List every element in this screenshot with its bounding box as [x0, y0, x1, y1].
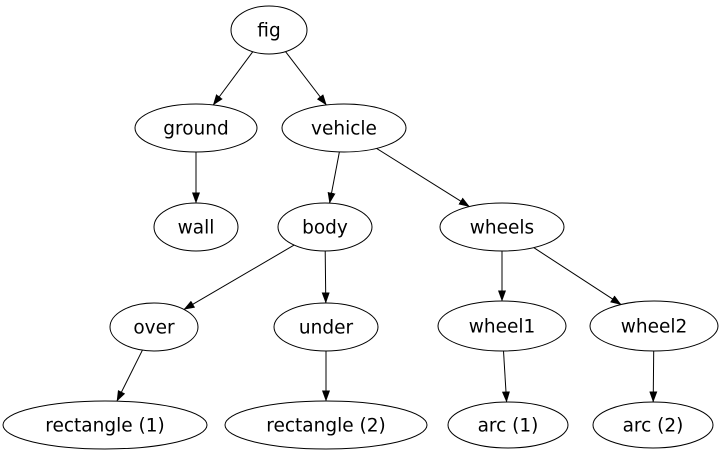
node-ellipse-rect1: [2, 400, 208, 450]
node-ellipse-fig: [230, 5, 308, 55]
node-label-arc2: arc (2): [623, 416, 684, 437]
node-label-under: under: [299, 318, 354, 339]
node-fig: fig: [230, 5, 308, 55]
node-ellipse-arc1: [447, 401, 569, 449]
node-over: over: [109, 302, 199, 352]
node-ellipse-wall: [153, 202, 239, 252]
node-wheels: wheels: [439, 202, 565, 252]
node-ellipse-wheels: [439, 202, 565, 252]
node-label-wheels: wheels: [470, 218, 534, 239]
node-ellipse-rect2: [224, 400, 428, 450]
node-ellipse-wheel2: [589, 300, 719, 352]
node-wall: wall: [153, 202, 239, 252]
node-label-wall: wall: [178, 218, 215, 239]
node-body: body: [277, 202, 373, 252]
node-ellipse-ground: [134, 103, 258, 153]
node-ellipse-vehicle: [281, 103, 407, 153]
node-ellipse-wheel1: [437, 300, 567, 352]
node-label-arc1: arc (1): [478, 416, 539, 437]
edge-wheel2-to-arc2: [649, 350, 658, 403]
edge-vehicle-to-wheels: [376, 147, 470, 208]
node-label-rect1: rectangle (1): [45, 416, 164, 437]
edge-body-to-over: [183, 244, 295, 310]
node-label-fig: fig: [257, 21, 280, 42]
node-label-ground: ground: [163, 119, 228, 140]
node-arc2: arc (2): [592, 401, 714, 449]
node-ellipse-body: [277, 202, 373, 252]
node-ellipse-arc2: [592, 401, 714, 449]
node-ellipse-over: [109, 302, 199, 352]
node-wheel1: wheel1: [437, 300, 567, 352]
edge-wheels-to-wheel2: [533, 247, 622, 306]
edge-wheel1-to-arc1: [501, 350, 510, 403]
edge-vehicle-to-body: [327, 151, 340, 204]
node-under: under: [273, 302, 379, 352]
node-label-wheel1: wheel1: [469, 317, 536, 338]
node-label-over: over: [133, 318, 175, 339]
node-arc1: arc (1): [447, 401, 569, 449]
node-ground: ground: [134, 103, 258, 153]
edge-fig-to-vehicle: [285, 51, 327, 106]
node-label-body: body: [302, 218, 348, 239]
edge-over-to-rect1: [116, 349, 143, 402]
node-label-vehicle: vehicle: [311, 119, 377, 140]
node-label-rect2: rectangle (2): [266, 416, 385, 437]
node-rect2: rectangle (2): [224, 400, 428, 450]
node-vehicle: vehicle: [281, 103, 407, 153]
node-ellipse-under: [273, 302, 379, 352]
node-rect1: rectangle (1): [2, 400, 208, 450]
edge-body-to-under: [321, 250, 330, 304]
edge-fig-to-ground: [212, 51, 254, 106]
node-wheel2: wheel2: [589, 300, 719, 352]
node-label-wheel2: wheel2: [621, 317, 688, 338]
